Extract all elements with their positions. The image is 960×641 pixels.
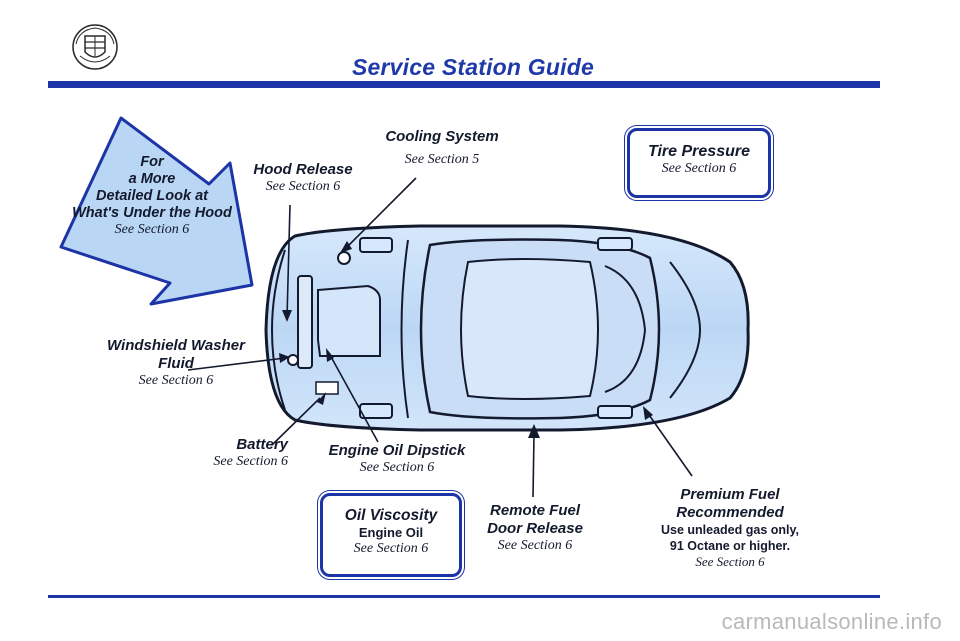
callout-arrow-text: For a More Detailed Look at What's Under… <box>62 154 242 238</box>
premium-fuel-see: See Section 6 <box>695 554 765 569</box>
arrow-line-2: a More <box>128 171 176 187</box>
fuel-door-title-2: Door Release <box>487 520 583 537</box>
oil-dipstick-title: Engine Oil Dipstick <box>328 442 466 459</box>
oil-dipstick-label: Engine Oil Dipstick See Section 6 <box>322 442 472 476</box>
premium-fuel-line-2: 91 Octane or higher. <box>669 539 791 553</box>
cooling-system-see: See Section 5 <box>404 152 480 167</box>
premium-fuel-label: Premium Fuel Recommended Use unleaded ga… <box>630 486 830 570</box>
fuel-door-title-1: Remote Fuel <box>489 502 580 519</box>
battery-see: See Section 6 <box>213 454 288 469</box>
washer-fluid-title-2: Fluid <box>158 355 194 372</box>
washer-fluid-title-1: Windshield Washer <box>107 337 245 354</box>
hood-release-title: Hood Release <box>253 161 353 178</box>
footer-rule <box>48 595 880 598</box>
tire-pressure-box: Tire Pressure See Section 6 <box>627 128 771 198</box>
crest-icon <box>70 22 120 72</box>
washer-fluid-see: See Section 6 <box>138 373 214 388</box>
cooling-system-title: Cooling System <box>385 128 499 145</box>
tire-pressure-see: See Section 6 <box>661 161 737 176</box>
oil-viscosity-title: Oil Viscosity <box>344 507 438 524</box>
oil-viscosity-see: See Section 6 <box>353 541 429 556</box>
oil-viscosity-sub: Engine Oil <box>358 525 424 540</box>
arrow-line-1: For <box>140 154 164 170</box>
oil-dipstick-see: See Section 6 <box>359 460 435 475</box>
washer-fluid-label: Windshield Washer Fluid See Section 6 <box>96 337 256 389</box>
arrow-line-4: What's Under the Hood <box>72 205 232 221</box>
arrow-see-section: See Section 6 <box>114 222 190 237</box>
fuel-door-see: See Section 6 <box>497 538 573 553</box>
hood-release-label: Hood Release See Section 6 <box>248 161 358 195</box>
fuel-door-label: Remote Fuel Door Release See Section 6 <box>480 502 590 554</box>
oil-viscosity-box: Oil Viscosity Engine Oil See Section 6 <box>320 493 462 577</box>
watermark-text: carmanualsonline.info <box>721 609 942 634</box>
tire-pressure-title: Tire Pressure <box>648 143 750 160</box>
page-title: Service Station Guide <box>352 54 594 80</box>
cooling-system-label: Cooling System See Section 5 <box>378 128 506 168</box>
hood-release-see: See Section 6 <box>265 179 341 194</box>
premium-fuel-line-1: Use unleaded gas only, <box>660 523 799 537</box>
premium-fuel-title: Premium Fuel Recommended <box>676 486 784 521</box>
battery-title: Battery <box>236 436 288 453</box>
title-rule <box>48 81 880 88</box>
battery-label: Battery See Section 6 <box>188 436 288 470</box>
arrow-line-3: Detailed Look at <box>96 188 208 204</box>
